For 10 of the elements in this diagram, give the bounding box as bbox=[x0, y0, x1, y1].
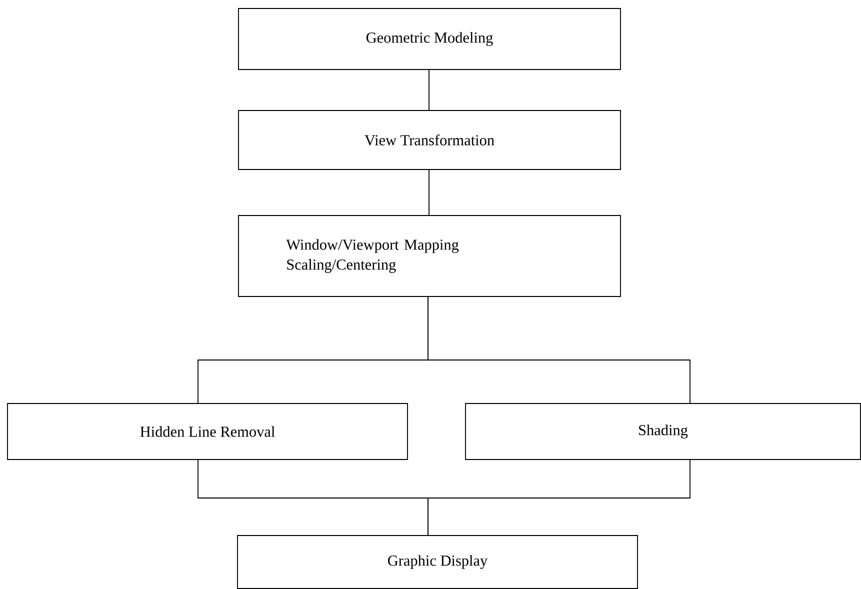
connector-line bbox=[428, 296, 690, 404]
process-box: View Transformation bbox=[238, 110, 621, 170]
connector-line bbox=[428, 460, 690, 536]
connector-line bbox=[428, 70, 430, 110]
process-box: Window/Viewport Mapping Scaling/Centering bbox=[238, 215, 621, 297]
process-box: Shading bbox=[465, 403, 861, 460]
connector-line bbox=[428, 170, 430, 216]
process-box: Graphic Display bbox=[237, 535, 638, 589]
process-box: Hidden Line Removal bbox=[7, 403, 408, 460]
process-box: Geometric Modeling bbox=[238, 8, 621, 70]
